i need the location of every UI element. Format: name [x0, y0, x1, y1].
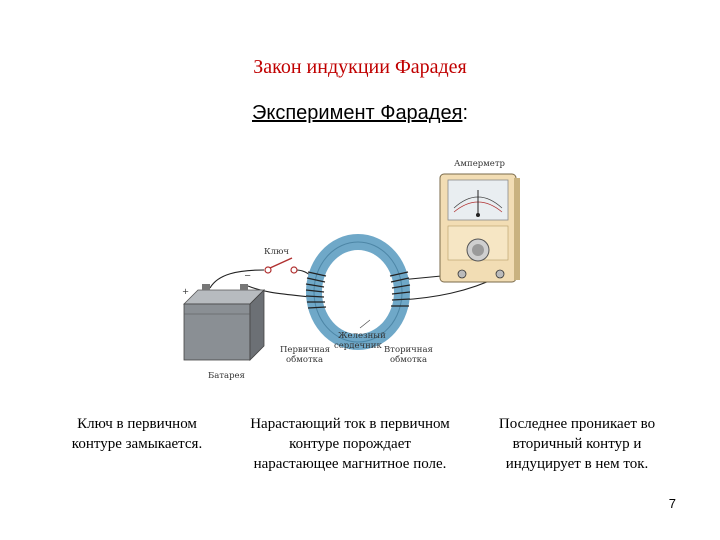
label-primary-1: Первичная	[280, 345, 330, 355]
caption-line: Последнее проникает во	[498, 416, 656, 432]
faraday-experiment-diagram: Амперметр Ключ + − Батарея	[178, 152, 530, 384]
label-minus: −	[244, 271, 251, 281]
primary-coil	[305, 271, 327, 309]
caption-line: контуре порождает	[289, 436, 411, 452]
label-battery: Батарея	[208, 371, 245, 381]
caption-line: нарастающее магнитное поле.	[253, 456, 447, 472]
caption-induced-current: Последнее проникает во вторичный контур …	[478, 414, 676, 474]
subtitle-text: Эксперимент Фарадея	[252, 102, 463, 124]
label-iron-core-2: сердечник	[334, 341, 382, 351]
caption-line: Нарастающий ток в первичном	[250, 416, 450, 432]
secondary-coil	[389, 271, 411, 307]
label-ammeter: Амперметр	[454, 159, 506, 169]
label-switch: Ключ	[264, 247, 289, 257]
caption-line: индуцирует в нем ток.	[505, 456, 649, 472]
slide-title: Закон индукции Фарадея	[253, 56, 467, 78]
caption-switch-closes: Ключ в первичном контуре замыкается.	[48, 414, 226, 454]
label-secondary-2: обмотка	[390, 354, 427, 365]
wire-battery-to-switch	[209, 269, 265, 289]
battery	[183, 284, 265, 361]
caption-line: вторичный контур и	[512, 436, 642, 452]
iron-core-ring	[306, 234, 410, 350]
subtitle-colon: :	[462, 102, 468, 124]
switch	[264, 257, 298, 274]
label-iron-core-1: Железный	[338, 331, 386, 341]
label-plus: +	[182, 287, 189, 297]
label-secondary-1: Вторичная	[384, 345, 433, 355]
core-pointer	[359, 319, 371, 329]
slide-subtitle: Эксперимент Фарадея:	[0, 102, 720, 125]
ammeter	[439, 173, 520, 283]
caption-growing-current: Нарастающий ток в первичном контуре поро…	[228, 414, 472, 474]
caption-line: Ключ в первичном	[77, 416, 197, 432]
caption-line: контуре замыкается.	[71, 436, 203, 452]
page-number: 7	[668, 496, 676, 511]
diagram-svg: Амперметр Ключ + − Батарея	[182, 159, 520, 381]
label-primary-2: обмотка	[286, 354, 323, 365]
